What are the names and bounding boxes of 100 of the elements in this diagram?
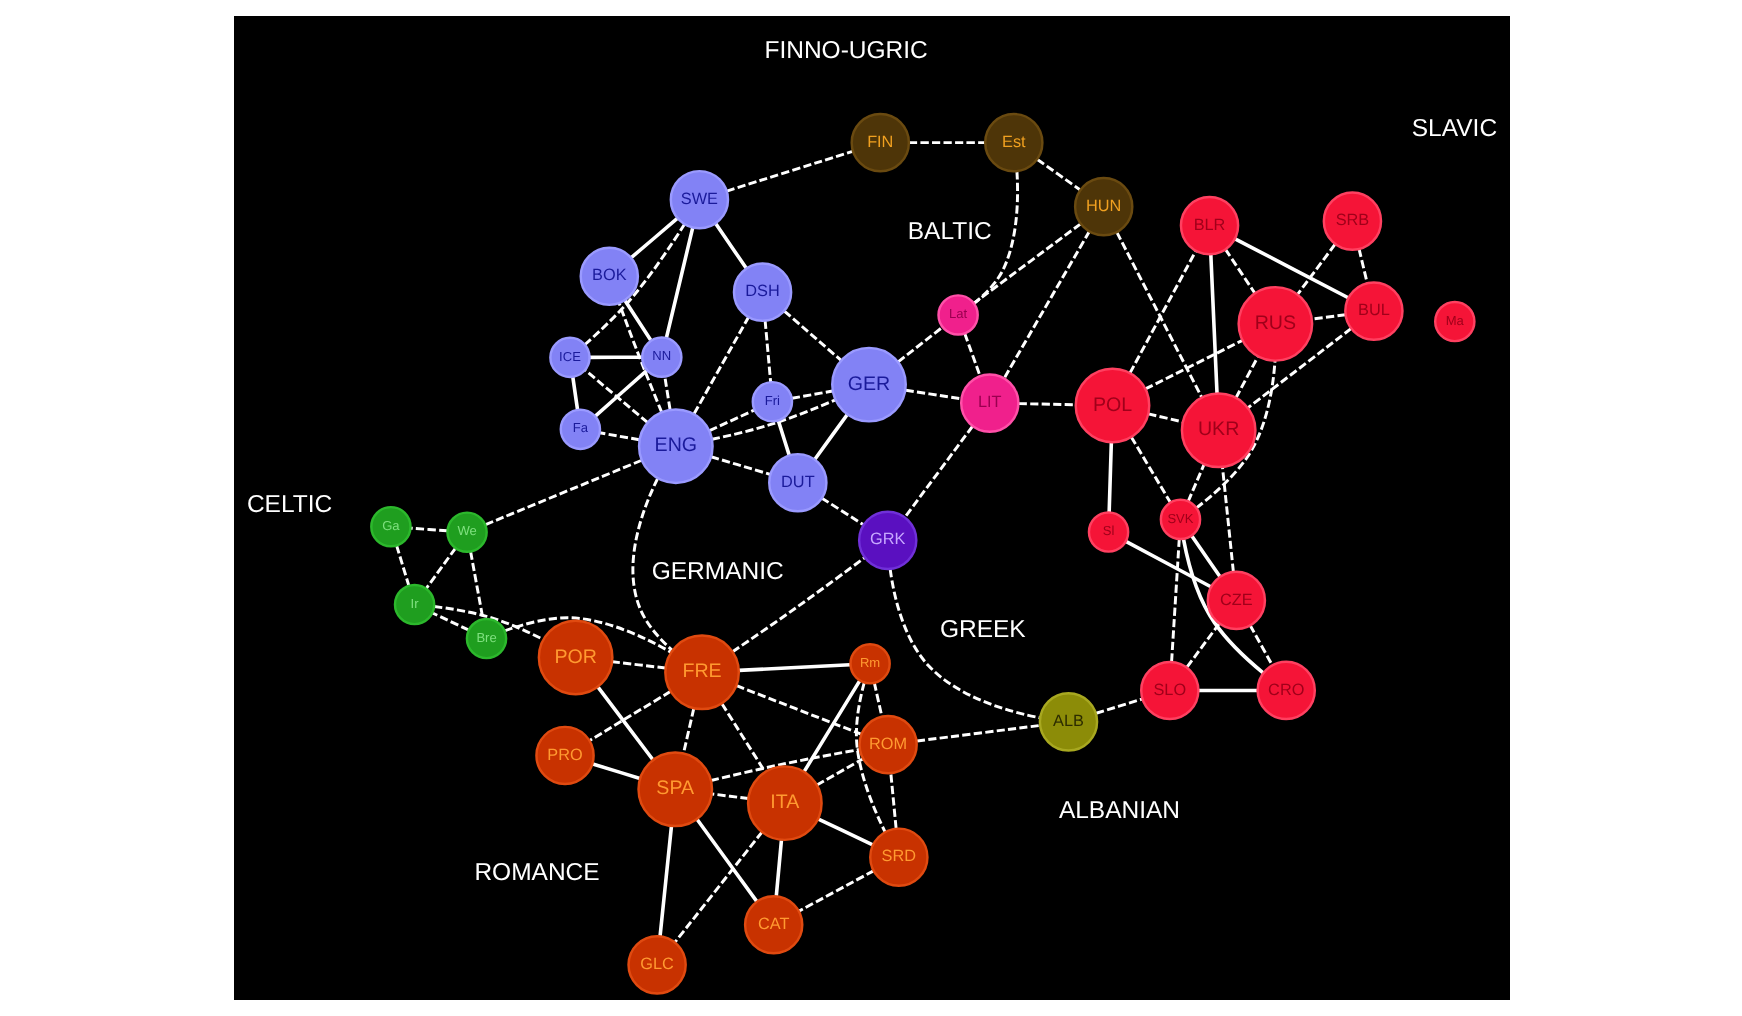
node-circle: LIT [958, 373, 1019, 433]
connector [1189, 534, 1221, 578]
connector [713, 222, 747, 270]
connector [801, 679, 861, 773]
connector [719, 703, 766, 773]
connector [1094, 697, 1142, 715]
connector [1247, 624, 1273, 666]
connector [904, 388, 961, 401]
connector [775, 419, 790, 456]
connector [737, 662, 850, 673]
node-circle: FIN [849, 112, 910, 173]
connector [583, 223, 685, 346]
connector [1223, 248, 1256, 295]
connector [662, 376, 671, 410]
connector [1124, 539, 1211, 589]
label: BALTIC [906, 217, 991, 246]
label: ALBANIAN [1057, 796, 1180, 825]
node-circle: PRO [534, 725, 594, 786]
connector [1143, 339, 1243, 391]
connector [591, 762, 640, 781]
node-circle: BLR [1178, 195, 1239, 256]
connector [1114, 231, 1202, 398]
connector [468, 551, 484, 620]
node-circle: FRE [663, 634, 740, 711]
connector [673, 831, 763, 943]
connector [915, 724, 1039, 743]
connector [1185, 463, 1205, 502]
connector [887, 569, 1040, 720]
connector [762, 320, 772, 383]
connector [1180, 538, 1264, 675]
connector [1147, 412, 1183, 424]
connector [424, 547, 456, 590]
connector [773, 840, 783, 897]
connector [433, 605, 543, 641]
connector [409, 526, 447, 533]
connector [797, 869, 874, 913]
connector [691, 316, 749, 415]
connector [681, 708, 695, 754]
node-circle: ALB [1037, 692, 1098, 752]
connector [888, 773, 897, 829]
connector [1127, 250, 1197, 374]
connector [595, 686, 654, 762]
connector [593, 369, 648, 418]
connector [853, 682, 886, 833]
connector [1184, 622, 1220, 668]
connector [782, 310, 841, 362]
connector [902, 425, 973, 518]
node-circle: SRB [1321, 191, 1382, 251]
node-circle: CRO [1255, 660, 1316, 721]
label: SLAVIC [1410, 114, 1497, 143]
connector [484, 459, 641, 526]
connector [1246, 327, 1351, 409]
connector [871, 682, 883, 718]
label: ROMANCE [473, 857, 599, 886]
node-circle: SRD [868, 827, 928, 888]
connector [1035, 158, 1080, 191]
node-circle: UKR [1179, 392, 1256, 469]
connector [908, 141, 984, 145]
node-circle: SPA [636, 751, 713, 828]
connector [1106, 442, 1113, 513]
connector [1002, 230, 1090, 379]
connector [972, 222, 1081, 305]
node-circle: Est [983, 112, 1043, 173]
node-circle: GLC [626, 935, 686, 995]
connector [1208, 254, 1218, 394]
connector [1356, 248, 1368, 284]
node-circle: GER [830, 346, 906, 423]
connector [598, 431, 639, 442]
connector [657, 826, 673, 937]
connector [1017, 402, 1075, 407]
connector [663, 227, 694, 339]
node-circle: SLO [1139, 660, 1199, 721]
node-circle: BOK [578, 246, 639, 307]
connector [962, 333, 981, 377]
connector [583, 368, 648, 424]
node-circle: POL [1073, 367, 1150, 444]
node-circle: DUT [767, 452, 827, 513]
connector [629, 216, 678, 259]
node-circle: CZE [1205, 570, 1266, 631]
label: CELTIC [245, 489, 332, 518]
node-circle: POR [536, 619, 613, 696]
connector [394, 545, 410, 586]
node-circle: DSH [731, 262, 792, 322]
label: FINNO-UGRIC [763, 35, 927, 64]
connector [815, 757, 863, 787]
connector [1169, 538, 1180, 662]
connector [730, 556, 865, 653]
connector [710, 792, 748, 800]
connector [709, 748, 860, 782]
connector [708, 408, 754, 432]
connector [735, 684, 861, 736]
connector [630, 478, 672, 652]
connector [1233, 356, 1259, 399]
node-circle: BUL [1343, 281, 1403, 341]
connector [725, 150, 852, 193]
connector [430, 611, 468, 632]
connector [611, 660, 665, 670]
connector [1295, 243, 1336, 295]
label: GREEK [938, 614, 1025, 643]
node-circle: ITA [745, 765, 822, 842]
